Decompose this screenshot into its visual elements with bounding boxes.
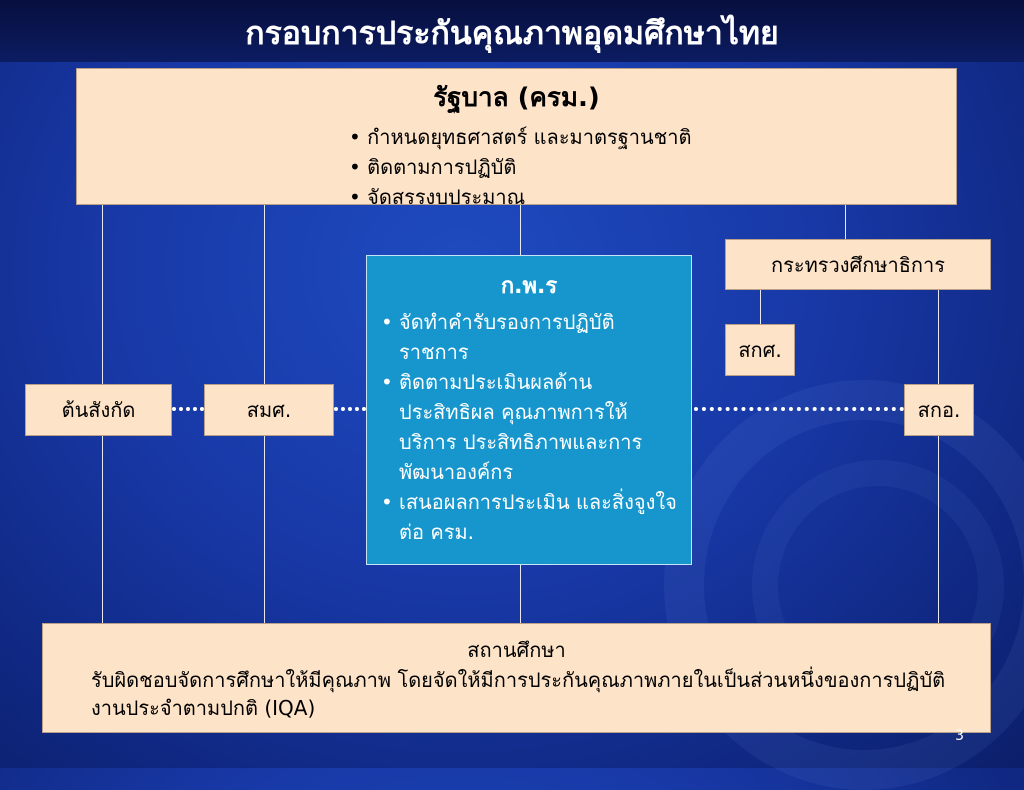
- gfa-label: สกอ.: [917, 398, 961, 422]
- institution-title: สถานศึกษา: [467, 638, 566, 662]
- connector-kpr-top: [520, 204, 521, 256]
- dotted-link-kpr-gfa: [694, 407, 904, 411]
- government-box: รัฐบาล (ครม.) กำหนดยุทธศาสตร์ และมาตรฐาน…: [76, 68, 957, 209]
- government-item: จัดสรรงบประมาณ: [349, 182, 956, 212]
- onesqa-box: สมศ.: [204, 384, 334, 436]
- affiliation-label: ต้นสังกัด: [61, 398, 136, 422]
- gfa-box: สกอ.: [904, 384, 974, 436]
- government-item: กำหนดยุทธศาสตร์ และมาตรฐานชาติ: [349, 122, 956, 152]
- ministry-label: กระทรวงศึกษาธิการ: [770, 252, 946, 277]
- kpr-item: เสนอผลการประเมิน และสิ่งจูงใจต่อ ครม.: [381, 487, 679, 547]
- ohec-box: สกศ.: [725, 324, 795, 376]
- connector-gfa-bottom: [938, 435, 939, 624]
- government-list: กำหนดยุทธศาสตร์ และมาตรฐานชาติ ติดตามการ…: [349, 122, 956, 212]
- page-number: 3: [955, 728, 964, 744]
- kpr-item: จัดทำคำรับรองการปฏิบัติราชการ: [381, 307, 679, 367]
- title-band: [0, 0, 1024, 62]
- government-title: รัฐบาล (ครม.): [433, 83, 600, 113]
- institution-description: รับผิดชอบจัดการศึกษาให้มีคุณภาพ โดยจัดให…: [91, 668, 946, 720]
- kpr-box: ก.พ.ร จัดทำคำรับรองการปฏิบัติราชการ ติดต…: [366, 255, 692, 565]
- government-item: ติดตามการปฏิบัติ: [349, 152, 956, 182]
- connector-ministry: [845, 204, 846, 240]
- connector-kpr-bottom: [520, 564, 521, 624]
- slide-title: กรอบการประกันคุณภาพอุดมศึกษาไทย: [245, 14, 779, 52]
- dotted-link-onesqa-kpr: [334, 407, 366, 411]
- onesqa-label: สมศ.: [246, 398, 292, 422]
- institution-box: สถานศึกษา รับผิดชอบจัดการศึกษาให้มีคุณภา…: [42, 623, 991, 733]
- connector-ohec: [760, 289, 761, 325]
- affiliation-box: ต้นสังกัด: [25, 384, 172, 436]
- dotted-link-affiliation-onesqa: [172, 407, 204, 411]
- connector-gfa-top: [938, 289, 939, 385]
- ministry-box: กระทรวงศึกษาธิการ: [725, 239, 991, 290]
- ohec-label: สกศ.: [738, 338, 782, 362]
- kpr-title: ก.พ.ร: [500, 274, 558, 299]
- kpr-item: ติดตามประเมินผลด้านประสิทธิผล คุณภาพการใ…: [381, 367, 679, 487]
- kpr-list: จัดทำคำรับรองการปฏิบัติราชการ ติดตามประเ…: [367, 307, 691, 547]
